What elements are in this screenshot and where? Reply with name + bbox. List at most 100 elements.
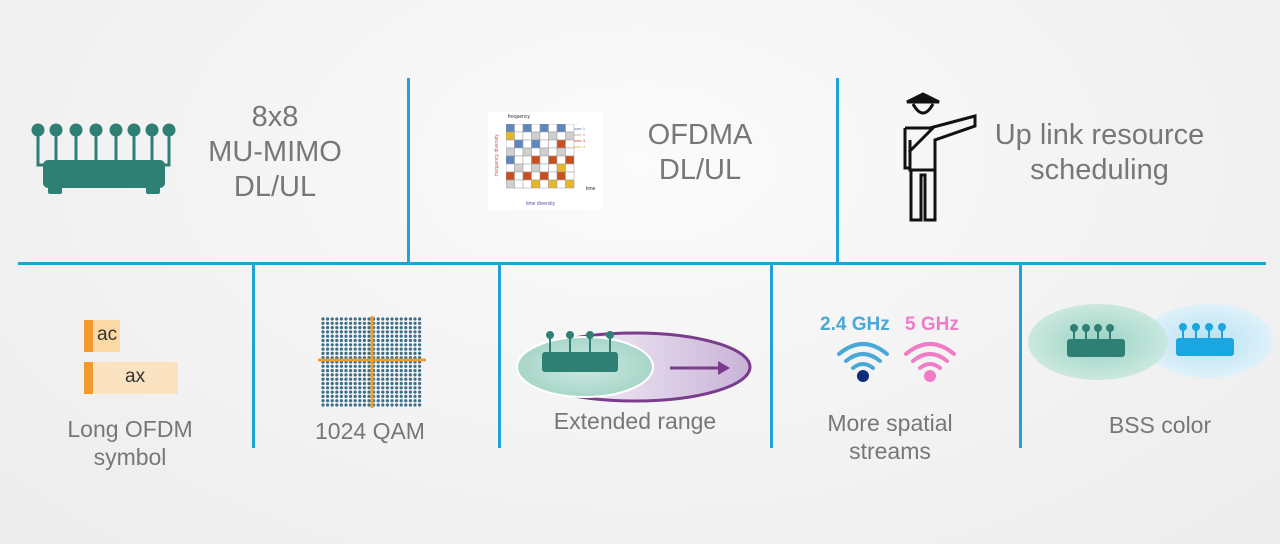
qam-point [413, 351, 417, 355]
qam-point [339, 403, 343, 407]
grid-cell [531, 131, 541, 141]
qam-point [362, 390, 366, 394]
qam-point [404, 381, 408, 386]
qam-point [349, 390, 353, 394]
qam-point [330, 343, 334, 347]
feature-label: Extended range [553, 408, 717, 434]
qam-point [408, 334, 412, 338]
qam-point [349, 373, 353, 377]
grid-cell [548, 163, 558, 173]
qam-point [381, 338, 385, 343]
grid-cell [548, 131, 558, 141]
grid-cell [531, 179, 541, 189]
qam-point [385, 334, 389, 338]
qam-point [358, 364, 362, 368]
qam-point [321, 394, 325, 398]
qam-point [408, 330, 412, 334]
feature-label: DL/UL [233, 170, 317, 203]
qam-point [367, 330, 371, 334]
qam-point [385, 343, 389, 347]
qam-point [399, 351, 403, 355]
qam-point [326, 326, 330, 330]
qam-point [390, 394, 394, 398]
qam-point [321, 369, 325, 373]
qam-point [321, 330, 325, 334]
qam-point [358, 390, 362, 394]
qam-point [404, 334, 408, 338]
grid-cell [565, 155, 575, 165]
qam-point [376, 326, 380, 330]
qam-point [353, 321, 357, 325]
qam-point [353, 351, 357, 355]
qam-point [390, 377, 394, 381]
qam-point [344, 369, 348, 373]
qam-point [358, 356, 362, 360]
grid-cell [556, 124, 566, 133]
qam-point [349, 317, 353, 321]
qam-point [418, 394, 422, 398]
qam-point [339, 386, 343, 390]
grid-cell [539, 131, 549, 141]
qam-point [330, 377, 334, 381]
qam-point [330, 326, 334, 330]
qam-point [385, 347, 389, 351]
qam-point [390, 330, 394, 334]
qam-point [395, 390, 399, 394]
qam-point [339, 356, 343, 360]
qam-point [339, 347, 343, 351]
qam-point [367, 369, 371, 373]
qam-point [349, 356, 353, 360]
qam-point [381, 364, 385, 368]
qam-point [413, 338, 417, 343]
qam-point [339, 338, 343, 343]
feature-label: OFDMA [647, 119, 753, 151]
qam-point [413, 330, 417, 334]
qam-point [344, 317, 348, 321]
qam-point [399, 399, 403, 403]
qam-point [330, 364, 334, 368]
qam-point [418, 386, 422, 390]
qam-point [321, 364, 325, 368]
qam-point [367, 326, 371, 330]
qam-point [349, 386, 353, 390]
qam-point [326, 351, 330, 355]
bss-color-icon [1028, 304, 1273, 380]
qam-point [404, 317, 408, 321]
feature-label: streams [849, 437, 931, 464]
grid-cell [522, 139, 532, 149]
qam-point [362, 373, 366, 377]
qam-point [404, 356, 408, 360]
qam-point [349, 364, 353, 368]
qam-point [330, 321, 334, 325]
qam-point [321, 334, 325, 338]
qam-point [418, 377, 422, 381]
qam-point [404, 403, 408, 407]
qam-point [385, 351, 389, 355]
qam-point [362, 364, 366, 368]
qam-point [385, 338, 389, 343]
qam-point [390, 334, 394, 338]
qam-point [335, 381, 339, 386]
qam-point [399, 364, 403, 368]
grid-cell [539, 171, 549, 181]
qam-point [344, 390, 348, 394]
qam-point [404, 351, 408, 355]
qam-point [404, 394, 408, 398]
grid-cell [548, 124, 558, 133]
grid-cell [514, 147, 524, 157]
qam-point [381, 326, 385, 330]
qam-point [418, 381, 422, 386]
qam-point [413, 377, 417, 381]
qam-point [418, 369, 422, 373]
grid-cell [565, 124, 575, 133]
qam-point [335, 326, 339, 330]
qam-point [408, 394, 412, 398]
qam-point [381, 377, 385, 381]
qam-point [330, 399, 334, 403]
qam-point [326, 399, 330, 403]
qam-point [367, 334, 371, 338]
qam-point [353, 317, 357, 321]
grid-cell [539, 155, 549, 165]
qam-point [339, 321, 343, 325]
feature-label: BSS color [1108, 412, 1212, 438]
